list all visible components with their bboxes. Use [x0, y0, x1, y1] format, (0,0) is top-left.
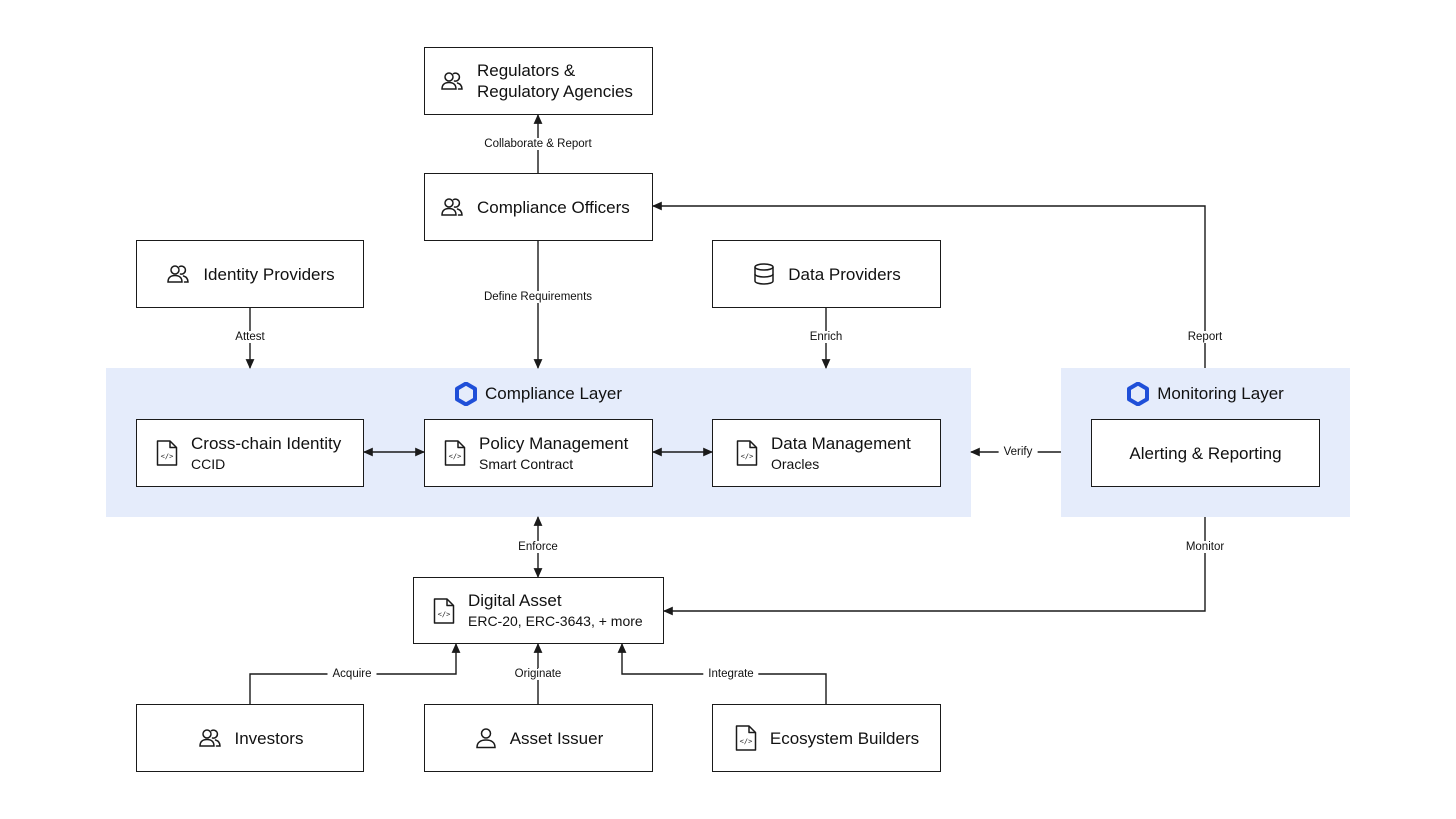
digital-asset-node: </> Digital Asset ERC-20, ERC-3643, + mo…: [413, 577, 664, 644]
edge-label-collaborate-report: Collaborate & Report: [479, 138, 597, 150]
edge-label-define-requirements: Define Requirements: [478, 291, 598, 303]
asset-issuer-title: Asset Issuer: [509, 728, 604, 748]
compliance-layer-title: Compliance Layer: [484, 384, 622, 403]
edge-label-monitor: Monitor: [1180, 541, 1230, 553]
cross-chain-identity-subtitle: CCID: [191, 455, 226, 472]
compliance-officers-node: Compliance Officers: [424, 173, 653, 241]
ecosystem-builders-title: Ecosystem Builders: [769, 728, 920, 748]
asset-issuer-node: Asset Issuer: [424, 704, 653, 772]
users-icon: [197, 726, 223, 750]
code-file-icon: </>: [432, 597, 456, 625]
alerting-reporting-node: Alerting & Reporting: [1091, 419, 1320, 487]
edge-label-integrate: Integrate: [703, 668, 759, 680]
policy-management-subtitle: Smart Contract: [479, 455, 574, 472]
investors-node: Investors: [136, 704, 364, 772]
digital-asset-subtitle: ERC-20, ERC-3643, + more: [468, 613, 643, 629]
compliance-layer-header: Compliance Layer: [106, 382, 971, 406]
data-providers-title: Data Providers: [788, 264, 901, 284]
svg-text:</>: </>: [740, 738, 753, 746]
svg-text:</>: </>: [438, 610, 451, 618]
cross-chain-identity-node: </> Cross-chain Identity CCID: [136, 419, 364, 487]
regulators-title-line2: Regulatory Agencies: [477, 82, 633, 101]
svg-text:</>: </>: [741, 453, 754, 461]
identity-providers-node: Identity Providers: [136, 240, 364, 308]
svg-text:</>: </>: [449, 453, 462, 461]
edge-label-report: Report: [1182, 331, 1228, 343]
edge-label-acquire: Acquire: [327, 668, 377, 680]
policy-management-node: </> Policy Management Smart Contract: [424, 419, 653, 487]
code-file-icon: </>: [734, 724, 758, 752]
policy-management-title: Policy Management: [479, 433, 629, 453]
regulators-node: Regulators & Regulatory Agencies: [424, 47, 653, 115]
data-providers-node: Data Providers: [712, 240, 941, 308]
ecosystem-builders-node: </> Ecosystem Builders: [712, 704, 941, 772]
monitoring-layer-title: Monitoring Layer: [1157, 384, 1284, 403]
code-file-icon: </>: [735, 439, 759, 467]
users-icon: [439, 69, 465, 93]
edge-label-originate: Originate: [509, 668, 567, 680]
regulators-title-line1: Regulators &: [477, 61, 576, 80]
users-icon: [165, 262, 191, 286]
edge-label-verify: Verify: [998, 446, 1038, 458]
identity-providers-title: Identity Providers: [203, 264, 335, 284]
users-icon: [439, 195, 465, 219]
investors-title: Investors: [234, 728, 304, 748]
edge-label-enforce: Enforce: [513, 541, 563, 553]
digital-asset-title: Digital Asset: [468, 591, 562, 610]
monitoring-layer-header: Monitoring Layer: [1061, 382, 1350, 406]
edge-label-attest: Attest: [230, 331, 270, 343]
data-management-subtitle: Oracles: [771, 455, 820, 472]
data-management-title: Data Management: [771, 433, 911, 453]
code-file-icon: </>: [155, 439, 179, 467]
edge-monitor: [663, 517, 1206, 616]
edge-label-enrich: Enrich: [804, 331, 848, 343]
alerting-reporting-title: Alerting & Reporting: [1129, 443, 1282, 463]
compliance-officers-title: Compliance Officers: [477, 197, 630, 217]
svg-text:</>: </>: [161, 453, 174, 461]
data-management-node: </> Data Management Oracles: [712, 419, 941, 487]
code-file-icon: </>: [443, 439, 467, 467]
database-icon: [752, 262, 776, 286]
hexagon-icon: [1127, 382, 1150, 406]
cross-chain-identity-title: Cross-chain Identity: [191, 433, 342, 453]
user-icon: [474, 726, 498, 750]
hexagon-icon: [454, 382, 477, 406]
